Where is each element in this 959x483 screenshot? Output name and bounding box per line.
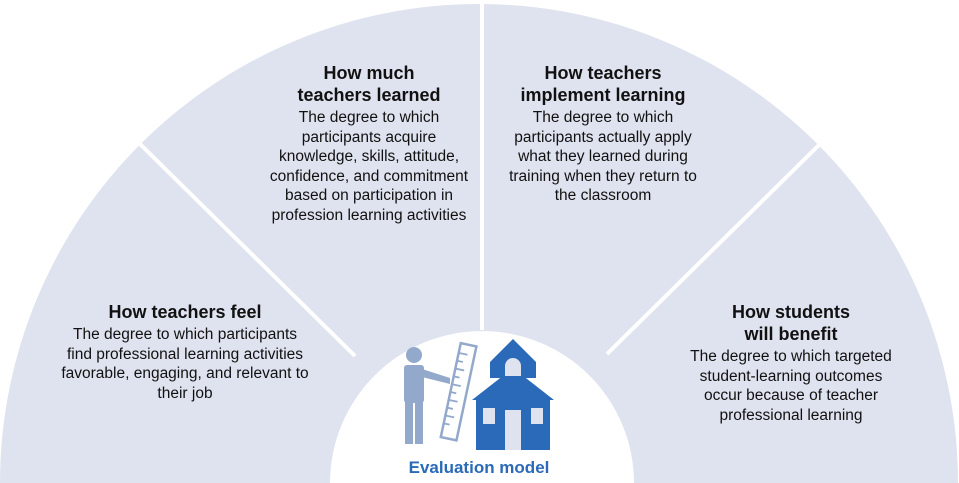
segment-title: How much teachers learned: [297, 63, 441, 105]
segment-teachers-feel: How teachers feel The degree to which pa…: [60, 301, 310, 403]
teacher-with-ruler-icon: [404, 341, 478, 444]
center-label: Evaluation model: [408, 458, 550, 477]
segment-teachers-learned: How much teachers learned The degree to …: [262, 62, 476, 225]
segment-description: The degree to which participants acquire…: [269, 109, 469, 224]
segment-teachers-implement: How teachers implement learning The degr…: [497, 62, 709, 206]
schoolhouse-icon: [472, 339, 554, 450]
segment-title: How teachers feel: [108, 302, 262, 322]
segment-description: The degree to which participants actuall…: [509, 109, 697, 204]
fan-outer-area: [0, 4, 958, 483]
segment-students-benefit: How students will benefit The degree to …: [680, 301, 902, 425]
divider-right: [605, 142, 822, 356]
segment-title: How students will benefit: [731, 302, 850, 344]
segment-title: How teachers implement learning: [520, 63, 686, 105]
divider-left: [138, 142, 357, 358]
segment-description: The degree to which targeted student-lea…: [690, 348, 892, 424]
segment-description: The degree to which participants find pr…: [61, 326, 309, 402]
